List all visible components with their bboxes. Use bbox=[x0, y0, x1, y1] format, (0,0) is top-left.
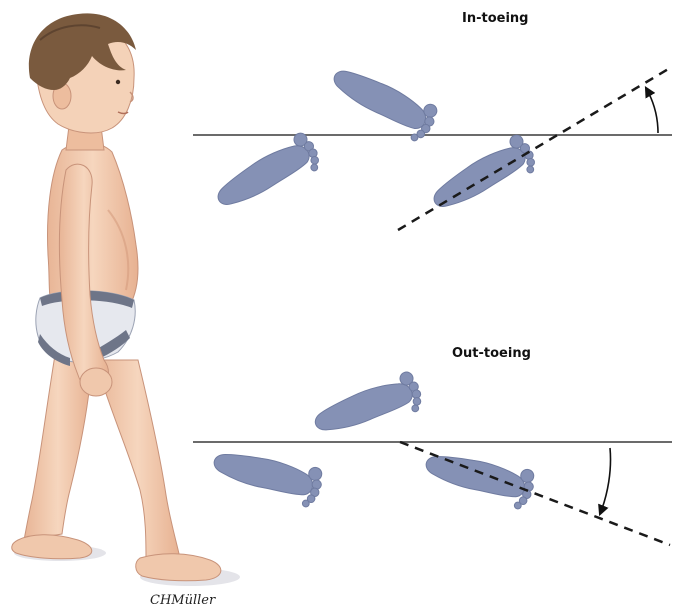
walking-child-illustration bbox=[12, 13, 240, 586]
curved-arrow-icon bbox=[600, 448, 611, 514]
footprint-icon bbox=[325, 59, 441, 145]
out-toeing-panel: Out-toeing bbox=[193, 346, 672, 545]
in-toeing-panel: In-toeing bbox=[193, 11, 672, 230]
footprint-icon bbox=[210, 130, 325, 220]
artist-signature: CHMüller bbox=[150, 593, 216, 608]
curved-arrow-icon bbox=[646, 88, 658, 133]
footprint-icon bbox=[209, 443, 325, 509]
in-toeing-title: In-toeing bbox=[462, 11, 528, 26]
out-toeing-title: Out-toeing bbox=[452, 346, 531, 361]
footprint-icon bbox=[426, 132, 541, 222]
footprint-icon bbox=[421, 445, 537, 511]
footprint-icon bbox=[309, 370, 426, 446]
